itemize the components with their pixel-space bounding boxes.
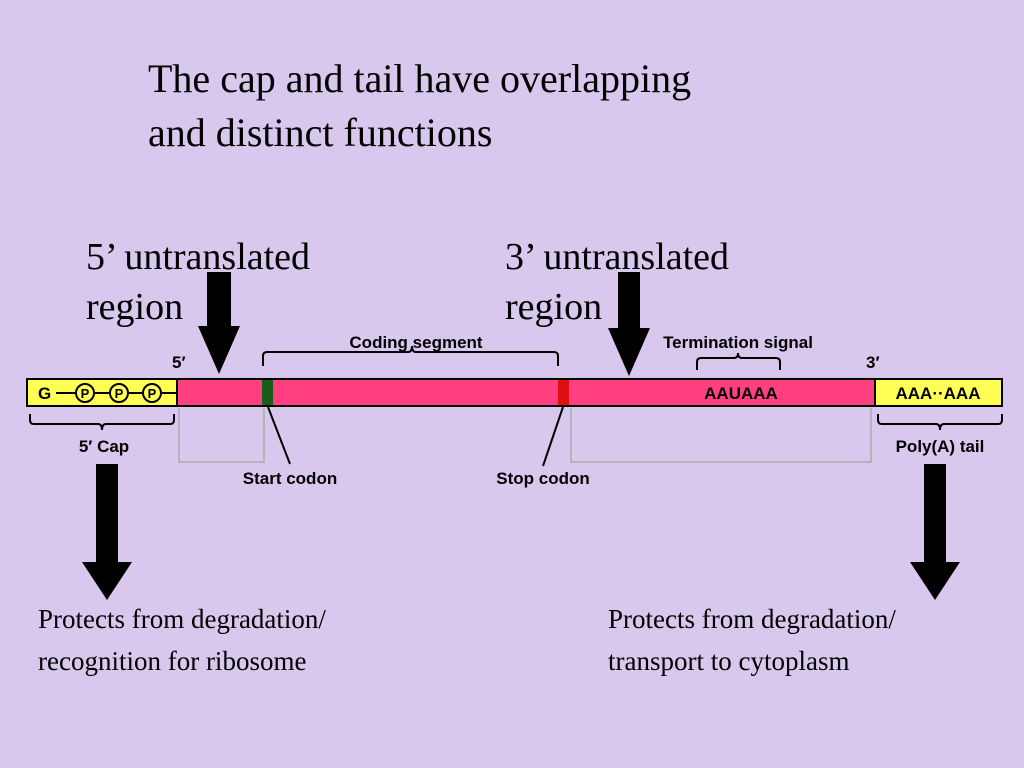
utr3-line-2: region: [505, 286, 603, 328]
phosphate-1: [75, 383, 95, 403]
title-line-1: The cap and tail have overlapping: [148, 56, 692, 101]
termination-signal-bracket: [696, 352, 781, 370]
stop-codon-label: Stop codon: [496, 469, 589, 488]
phosphate-3-label: P: [148, 386, 157, 401]
stop-codon-pointer: [542, 406, 564, 467]
start-codon-label: Start codon: [243, 469, 337, 488]
phosphate-3: [142, 383, 162, 403]
stop-codon-mark: [558, 380, 569, 405]
utr3-box: [570, 408, 872, 463]
utr3-line-1: 3’ untranslated: [505, 236, 730, 278]
slide-title: The cap and tail have overlapping and di…: [148, 52, 691, 160]
utr3-arrow: [608, 272, 650, 376]
cap-function-arrow: [82, 464, 132, 600]
termination-signal-label: Termination signal: [663, 333, 813, 352]
three-prime-label: 3′: [866, 353, 880, 372]
utr5-label: 5’ untranslated region: [86, 232, 310, 332]
tail-function-arrow: [910, 464, 960, 600]
utr3-label: 3’ untranslated region: [505, 232, 729, 332]
utr5-box: [178, 408, 265, 463]
polya-label: Poly(A) tail: [896, 437, 985, 456]
utr5-arrow: [198, 272, 240, 374]
coding-segment-bracket: [262, 345, 559, 366]
tail-function-line-2: transport to cytoplasm: [608, 646, 850, 676]
polya-tail: [874, 378, 1003, 407]
utr5-line-1: 5’ untranslated: [86, 236, 311, 278]
cap-label: 5′ Cap: [79, 437, 129, 456]
coding-segment-label: Coding segment: [349, 333, 483, 352]
cap-bracket: [29, 414, 175, 431]
tail-function-note: Protects from degradation/ transport to …: [608, 598, 896, 682]
aauaaa-label: AAUAAA: [704, 384, 778, 403]
cap-function-note: Protects from degradation/ recognition f…: [38, 598, 326, 682]
phosphate-2-label: P: [115, 386, 124, 401]
utr5-line-2: region: [86, 286, 184, 328]
polya-bracket: [877, 414, 1003, 431]
title-line-2: and distinct functions: [148, 110, 493, 155]
start-codon-mark: [262, 380, 273, 405]
cap-function-line-1: Protects from degradation/: [38, 604, 326, 634]
phosphate-2: [109, 383, 129, 403]
polya-sequence: AAA··AAA: [896, 384, 981, 403]
cap-function-line-2: recognition for ribosome: [38, 646, 307, 676]
cap-g: G: [38, 384, 51, 403]
five-prime-label: 5′: [172, 353, 186, 372]
tail-function-line-1: Protects from degradation/: [608, 604, 896, 634]
phosphate-1-label: P: [81, 386, 90, 401]
start-codon-pointer: [267, 406, 291, 465]
